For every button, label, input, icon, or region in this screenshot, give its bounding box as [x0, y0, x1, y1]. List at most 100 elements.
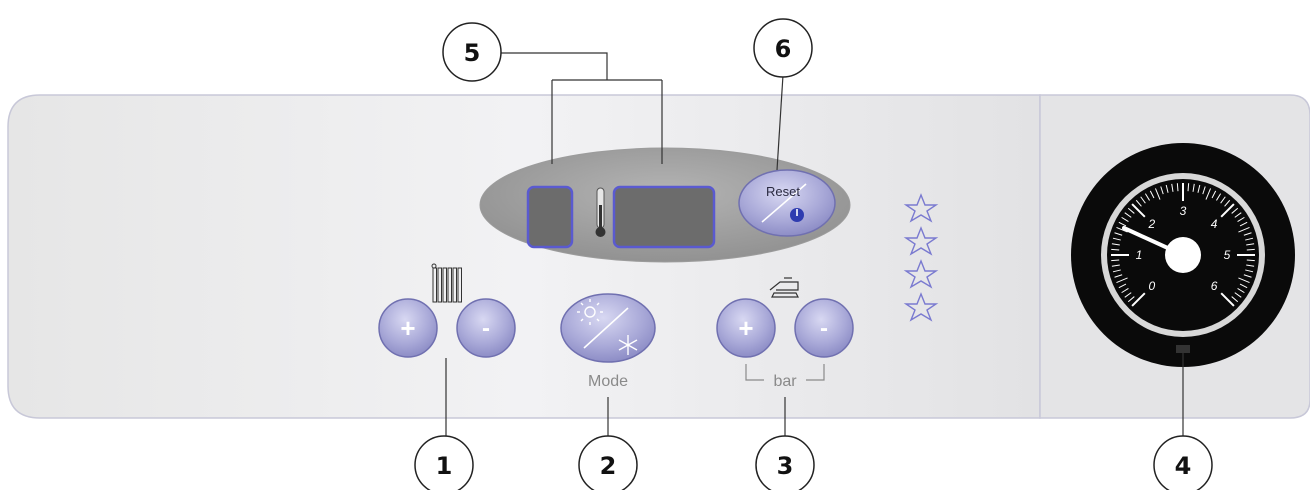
- sun-icon: [577, 299, 603, 325]
- radiator-icon: [431, 263, 462, 303]
- gauge-tick: [1192, 183, 1195, 192]
- star-icon: [903, 226, 939, 256]
- gauge-tick: [1216, 193, 1222, 201]
- display-main: [612, 185, 716, 249]
- gauge-tick: [1243, 232, 1252, 236]
- mode-button[interactable]: [560, 293, 656, 363]
- gauge-tick: [1121, 216, 1129, 222]
- gauge-number: 2: [1148, 217, 1156, 231]
- gauge-tick: [1245, 269, 1254, 273]
- gauge-number: 5: [1224, 248, 1231, 262]
- callout-4: 4: [1153, 435, 1213, 490]
- gauge-tick: [1239, 283, 1248, 289]
- gauge-tick: [1135, 199, 1142, 207]
- star-icon: [903, 292, 939, 322]
- dhw-plus-button[interactable]: +: [716, 298, 776, 358]
- gauge-tick: [1224, 199, 1231, 207]
- star-icon: [903, 193, 939, 223]
- gauge-tick: [1127, 207, 1135, 214]
- svg-text:5: 5: [464, 39, 481, 67]
- dhw-minus-button[interactable]: -: [794, 298, 854, 358]
- callout-2: 2: [578, 435, 638, 490]
- gauge-tick: [1124, 212, 1132, 218]
- svg-text:6: 6: [775, 35, 792, 63]
- bar-bracket: [745, 364, 825, 381]
- gauge-tick: [1237, 216, 1245, 222]
- gauge-tick: [1111, 259, 1120, 262]
- gauge-tick: [1231, 296, 1239, 303]
- gauge-number: 1: [1136, 248, 1143, 262]
- gauge-tick: [1243, 274, 1252, 278]
- gauge-tick: [1231, 207, 1239, 214]
- boiler-panel: [7, 94, 1041, 419]
- gauge-tick: [1238, 226, 1250, 233]
- gauge-tick: [1154, 188, 1161, 200]
- gauge-tick: [1220, 292, 1235, 307]
- reset-label: Reset: [766, 184, 800, 199]
- gauge-scale: [1111, 183, 1255, 307]
- gauge-tick: [1144, 193, 1150, 201]
- gauge-tick: [1239, 221, 1248, 227]
- gauge-tick: [1234, 212, 1242, 218]
- svg-text:3: 3: [777, 452, 794, 480]
- gauge-number: 0: [1149, 279, 1156, 293]
- gauge-tick: [1171, 183, 1174, 192]
- gauge-hub: [1165, 237, 1201, 273]
- mode-label: Mode: [588, 373, 628, 390]
- gauge-tick: [1237, 288, 1245, 294]
- gauge-tick: [1112, 269, 1121, 273]
- display-left: [526, 185, 574, 249]
- heating-plus-button[interactable]: +: [378, 298, 438, 358]
- gauge-tick: [1187, 183, 1190, 192]
- pressure-gauge: 0 1 2 3 4 5 6: [1071, 143, 1295, 367]
- callout-6: 6: [753, 18, 813, 78]
- callout-1: 1: [414, 435, 474, 490]
- gauge-number: 3: [1180, 204, 1187, 218]
- gauge-tick: [1127, 296, 1135, 303]
- gauge-tick: [1220, 203, 1235, 218]
- gauge-tick: [1246, 264, 1255, 267]
- gauge-tick: [1160, 186, 1164, 195]
- svg-text:+: +: [400, 313, 415, 343]
- svg-text:-: -: [482, 315, 490, 342]
- gauge-tick: [1111, 264, 1120, 267]
- reset-button[interactable]: Reset: [738, 169, 836, 237]
- gauge-tick: [1116, 226, 1128, 233]
- gauge-number: 4: [1211, 217, 1218, 231]
- gauge-tick: [1202, 186, 1206, 195]
- rating-stars: [903, 193, 939, 322]
- snowflake-icon: [618, 335, 638, 355]
- gauge-tick: [1131, 203, 1146, 218]
- gauge-tick: [1211, 190, 1217, 199]
- gauge-tick: [1205, 188, 1212, 200]
- callout-3: 3: [755, 435, 815, 490]
- gauge-tick: [1245, 237, 1254, 241]
- gauge-number: 6: [1211, 279, 1218, 293]
- svg-text:1: 1: [436, 452, 453, 480]
- gauge-tick: [1246, 259, 1255, 262]
- bar-label: bar: [773, 373, 797, 390]
- gauge-tick: [1124, 292, 1132, 298]
- gauge-tick: [1116, 277, 1128, 284]
- svg-text:4: 4: [1175, 452, 1192, 480]
- gauge-tick: [1197, 184, 1201, 193]
- svg-text:2: 2: [600, 452, 617, 480]
- gauge-stem: [1176, 345, 1190, 353]
- gauge-tick: [1111, 243, 1120, 246]
- gauge-tick: [1118, 283, 1127, 289]
- heating-minus-button[interactable]: -: [456, 298, 516, 358]
- gauge-tick: [1121, 288, 1129, 294]
- gauge-numbers: 0 1 2 3 4 5 6: [1136, 204, 1231, 293]
- thermometer-icon: [595, 187, 606, 237]
- gauge-tick: [1246, 248, 1255, 251]
- callout-5: 5: [442, 22, 502, 82]
- power-icon: [790, 208, 804, 222]
- star-icon: [903, 259, 939, 289]
- gauge-tick: [1140, 196, 1146, 204]
- gauge-tick: [1234, 292, 1242, 298]
- gauge-tick: [1114, 232, 1123, 236]
- svg-text:-: -: [820, 315, 828, 342]
- svg-text:+: +: [738, 313, 753, 343]
- callout-lines: [445, 52, 1184, 440]
